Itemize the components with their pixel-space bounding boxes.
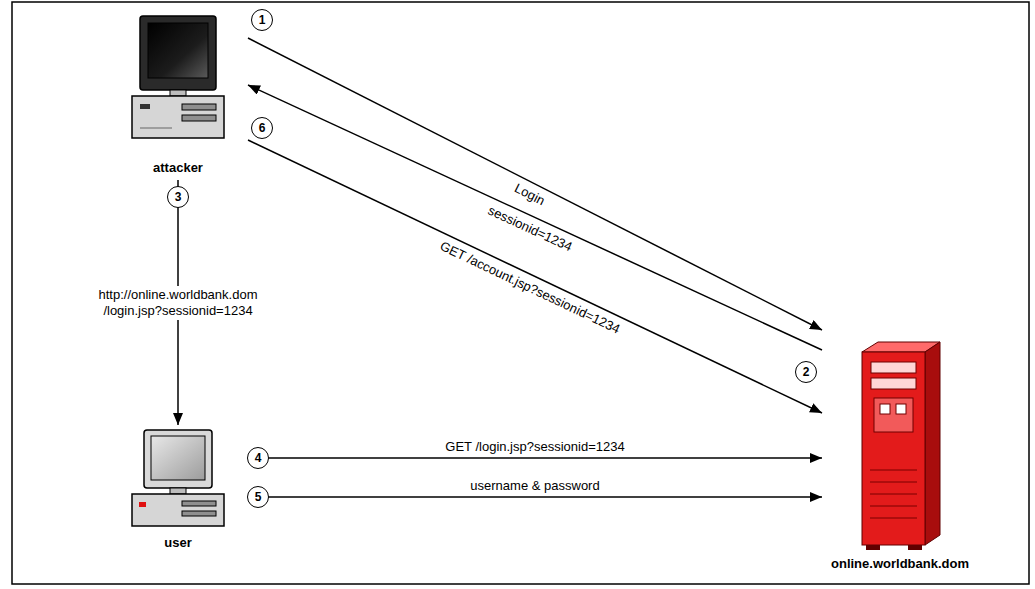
monitor-screen [148, 23, 208, 78]
callout-number: 1 [251, 9, 273, 31]
server-foot [866, 545, 880, 550]
drive-bay [871, 362, 916, 373]
drive-bay [182, 104, 216, 110]
monitor-bezel [140, 16, 216, 90]
node-label: attacker [153, 160, 203, 176]
server-vent [870, 518, 917, 519]
callout-number: 2 [795, 361, 817, 383]
server-indicator [880, 404, 890, 414]
computer-case [132, 96, 224, 138]
computer-node: user [108, 425, 248, 555]
power-button [140, 104, 150, 109]
drive-bay [182, 511, 216, 516]
drive-bay [871, 378, 916, 389]
message-label: sessionid=1234 [485, 202, 574, 255]
request-arrow [248, 85, 822, 350]
computer-node: attacker [108, 10, 248, 180]
diagram-frame [12, 2, 1029, 584]
message-label: GET /account.jsp?sessionid=1234 [437, 238, 622, 337]
message-label: http://online.worldbank.dom /login.jsp?s… [70, 286, 286, 320]
server-vent [870, 494, 917, 495]
monitor-neck [170, 488, 186, 494]
server-icon [862, 342, 940, 550]
server-front [862, 352, 925, 545]
computer-case [132, 494, 224, 526]
attacker-computer-icon [132, 16, 224, 138]
user-computer-icon [132, 430, 224, 526]
monitor-screen [151, 436, 205, 480]
node-label: user [164, 535, 191, 551]
server-vent [870, 506, 917, 507]
drive-bay [182, 501, 216, 506]
request-arrow [248, 496, 822, 498]
power-led [139, 502, 146, 507]
message-label: Login [512, 180, 548, 209]
callout-number: 4 [247, 447, 269, 469]
monitor-bezel [144, 430, 212, 488]
drive-bay [182, 115, 216, 121]
server-indicator [896, 404, 906, 414]
case-vent [140, 128, 172, 129]
callout-number: 3 [167, 186, 189, 208]
callout-number: 5 [247, 486, 269, 508]
server-vent [870, 482, 917, 483]
request-arrow [248, 457, 822, 459]
callout-number: 6 [251, 117, 273, 139]
server-vent [870, 470, 917, 471]
message-label: username & password [470, 478, 599, 494]
computer-node: online.worldbank.dom [822, 320, 978, 578]
connector-layer [178, 38, 822, 497]
server-panel [874, 398, 913, 432]
message-label: GET /login.jsp?sessionid=1234 [445, 439, 624, 455]
server-foot [908, 545, 922, 550]
node-label: online.worldbank.dom [831, 556, 969, 572]
server-side [925, 342, 940, 545]
monitor-neck [170, 90, 186, 96]
request-arrow [248, 140, 822, 413]
